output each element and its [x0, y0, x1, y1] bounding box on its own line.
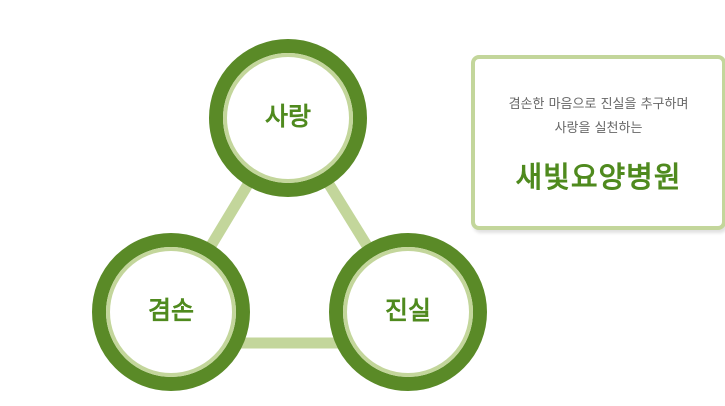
- node-label-truth: 진실: [384, 296, 431, 325]
- motto-line-2: 사랑을 실천하는: [554, 121, 643, 136]
- hospital-motto-box: 겸손한 마음으로 진실을 추구하며 사랑을 실천하는 새빛요양병원: [471, 55, 725, 230]
- node-circle-right: [329, 233, 487, 391]
- motto-line-1: 겸손한 마음으로 진실을 추구하며: [508, 97, 689, 112]
- node-label-humility: 겸손: [147, 296, 194, 325]
- node-label-love: 사랑: [264, 102, 311, 131]
- hospital-name: 새빛요양병원: [515, 160, 682, 194]
- node-circle-top: [209, 39, 367, 197]
- node-circle-left: [92, 233, 250, 391]
